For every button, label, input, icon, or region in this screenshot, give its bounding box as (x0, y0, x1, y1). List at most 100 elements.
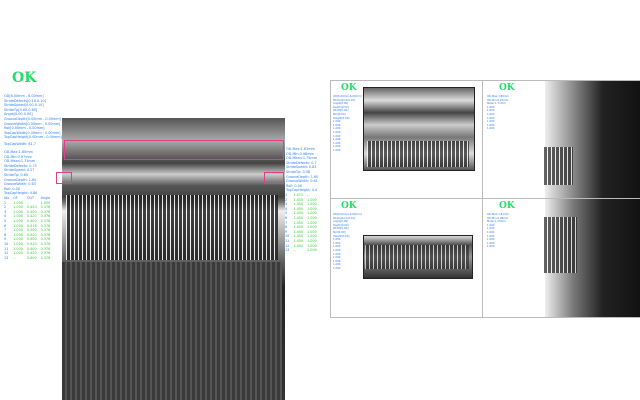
table-cell: -- (307, 193, 310, 197)
info-line: TopCapWidth[0.00mm - 0.00mm] (4, 130, 61, 135)
info-line: Stride[0.10-0.10] (333, 216, 356, 220)
table-cell: 1 (285, 193, 288, 197)
info-line: StrideSpeed: 0.27 (4, 168, 35, 173)
table-cell: 1.450 (293, 211, 304, 216)
info-line: TopCapHeight[0.00mm - 0.00mm] (4, 135, 62, 140)
table-cell: 3 (4, 209, 7, 214)
info-line: Roll[0.00mm - 0.00mm] (4, 126, 45, 131)
table-cell: 1.000 (307, 243, 317, 248)
info-line: 1.000 (487, 241, 495, 245)
roi-box-top (64, 140, 284, 160)
table-cell: 1.000 (307, 215, 317, 220)
table-cell: 1.000 (13, 218, 23, 223)
info-line: GrooveDepth[0.00mm - 0.00mm] (4, 116, 61, 121)
info-line: GrooveDepth: 1.60 (286, 174, 319, 179)
table-cell: 6 (4, 223, 7, 228)
table-cell: 1.450 (293, 220, 304, 225)
info-line: TopCapHeight: 4.86 (4, 191, 38, 196)
table-cell: 9 (4, 237, 7, 242)
info-line: 1.000 (333, 238, 341, 242)
table-cell: 1.000 (307, 197, 317, 202)
table-cell: 0.376 (40, 209, 51, 214)
thread-region (365, 245, 469, 269)
table-cell: 0.420 (26, 214, 37, 219)
info-line: 1.000 (333, 252, 341, 256)
lower-body (62, 262, 282, 400)
table-cell: 1.450 (293, 206, 304, 211)
info-line: StrideSpeed[0.00-0.10] (4, 103, 44, 108)
info-line: 1.000 (487, 123, 495, 127)
table-cell: 1.450 (293, 238, 304, 243)
table-cell: 1.000 (13, 251, 23, 256)
table-row: 1 1.471-- (283, 193, 319, 198)
table-cell: 2 (4, 205, 7, 210)
table-cell: 6 (285, 215, 288, 220)
table-cell: 1.000 (307, 248, 317, 253)
info-line: StrideTp[0.60-0.60] (4, 107, 38, 112)
status-ok: OK (12, 70, 37, 86)
info-line: 1.000 (333, 248, 341, 252)
info-line: Angle[0.00] (333, 102, 349, 106)
roi-box-right (264, 172, 284, 184)
table-cell: 0.376 (40, 246, 51, 251)
table-cell: 1.450 (293, 229, 304, 234)
info-line: GrooveWidth[0.00mm - 0.00mm] (4, 121, 61, 126)
table-cell: 1.000 (307, 238, 317, 243)
info-line: 1.000 (487, 120, 495, 124)
table-cell: 0.376 (40, 223, 51, 228)
table-header: OF (13, 196, 18, 200)
status-ok: OK (341, 201, 357, 211)
table-cell: 0.400 (26, 209, 37, 214)
table-cell: 1.000 (13, 228, 23, 233)
info-line: 1.000 (487, 116, 495, 120)
table-cell: 1.000 (307, 234, 317, 239)
table-header: OUT (26, 196, 35, 200)
info-line: Mean:1.71mm (487, 102, 506, 106)
info-line: 1.000 (487, 223, 495, 227)
info-line: Width[0.00] (333, 227, 349, 231)
info-line: OD-Mean:1.71mm (4, 159, 36, 164)
table-cell: 1.000 (13, 237, 23, 242)
thread-region (367, 141, 469, 167)
table-cell: 5 (285, 211, 288, 216)
table-cell: -- (26, 200, 30, 205)
info-line: TopCapHeight: 4.4 (286, 188, 318, 193)
table-cell: 1.000 (307, 211, 317, 216)
info-line: 1.000 (333, 148, 341, 152)
table-cell: 2 (285, 197, 288, 202)
status-ok: OK (499, 201, 515, 211)
table-cell: 1 (4, 200, 7, 205)
table-cell: 4 (4, 214, 7, 219)
info-line: StrideDefects: 0.75 (4, 163, 37, 168)
table-cell: 13 (285, 248, 290, 253)
info-line: OD-Min:0.97mm (487, 98, 509, 102)
info-line: OD-Max:1.80mm (4, 150, 33, 154)
info-line: OD-Min:0.97mm (4, 154, 32, 159)
table-cell: 7 (4, 228, 7, 233)
info-line: Roll[0.00] (333, 230, 346, 234)
table-cell: 1.000 (13, 246, 23, 251)
table-cell: 1.450 (293, 225, 304, 230)
table-cell: 1.471 (293, 193, 304, 197)
table-cell: 0.376 (40, 237, 51, 242)
table-cell: 0.376 (40, 251, 51, 256)
